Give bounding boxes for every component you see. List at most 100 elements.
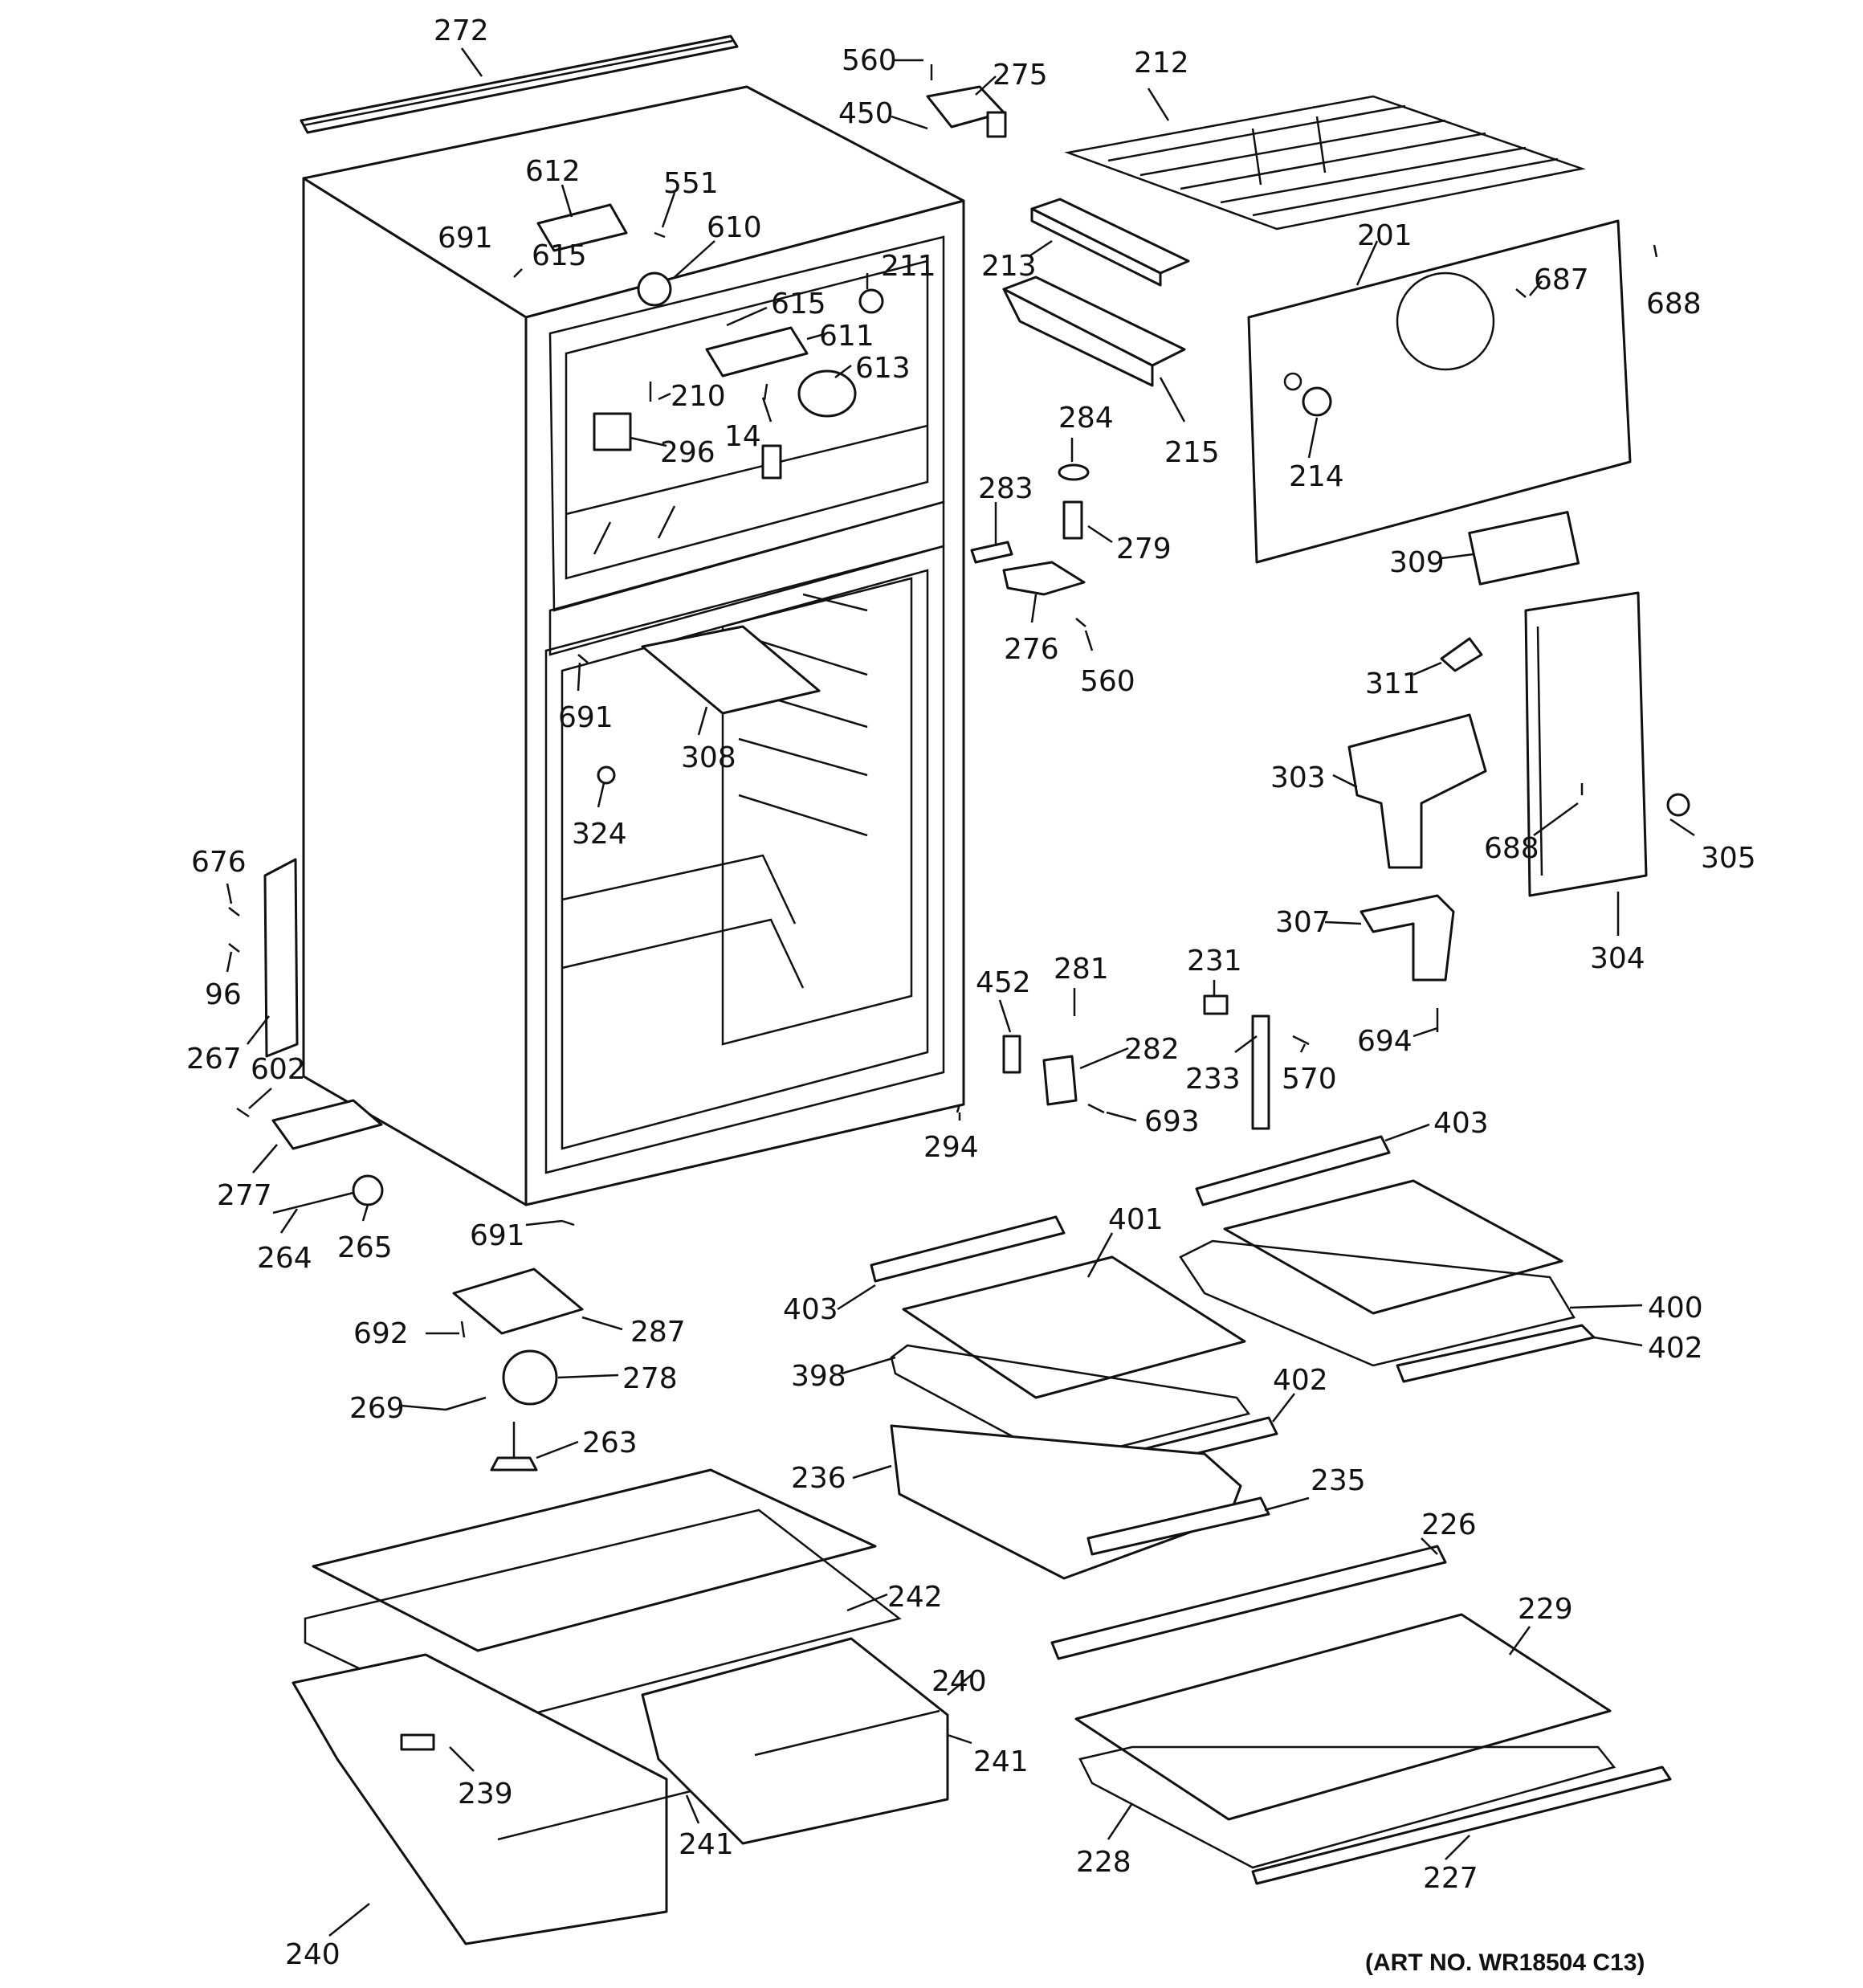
part-label-401: 401 (1108, 1203, 1164, 1236)
part-263-leveling-leg (490, 1422, 538, 1472)
part-267-hinge-bracket (263, 858, 299, 1058)
part-label-309: 309 (1389, 546, 1445, 579)
part-label-213: 213 (981, 250, 1037, 283)
part-label-400: 400 (1648, 1292, 1703, 1325)
part-241-handle-right (754, 1709, 940, 1757)
part-287-leveling-bracket (452, 1268, 584, 1335)
part-label-267: 267 (186, 1043, 242, 1076)
part-311-clip (1440, 637, 1483, 672)
part-label-231: 231 (1187, 945, 1242, 978)
part-240-crisper-drawer-left (291, 1653, 668, 1945)
part-label-615-left: 615 (532, 239, 587, 272)
part-label-694: 694 (1357, 1025, 1413, 1058)
part-214-knob (1302, 386, 1332, 417)
part-label-282: 282 (1124, 1033, 1180, 1066)
part-398-shelf-frame-left (890, 1344, 1251, 1463)
part-400-shelf-glass-right (1223, 1179, 1563, 1315)
part-label-551: 551 (663, 167, 719, 200)
part-label-294: 294 (923, 1131, 979, 1164)
part-label-265: 265 (337, 1231, 393, 1264)
part-label-277: 277 (217, 1179, 272, 1212)
art-number: (ART NO. WR18504 C13) (1365, 1949, 1645, 1976)
part-240-crisper-drawer-right (641, 1637, 949, 1845)
part-label-201: 201 (1357, 219, 1413, 252)
part-403-shelf-trim-left (870, 1215, 1066, 1283)
part-label-402-right: 402 (1648, 1332, 1703, 1365)
part-612-bracket (536, 203, 628, 252)
part-label-692: 692 (353, 1317, 409, 1350)
part-284-washer (1058, 463, 1090, 481)
part-label-212: 212 (1134, 47, 1189, 80)
part-label-450: 450 (838, 97, 894, 130)
part-label-284: 284 (1058, 402, 1114, 435)
part-283-shim (970, 541, 1013, 564)
part-304-air-duct (1524, 591, 1648, 897)
part-label-283: 283 (978, 472, 1033, 505)
part-label-308: 308 (681, 741, 736, 774)
part-label-688-mid: 688 (1484, 832, 1539, 865)
part-242-crisper-cover (312, 1468, 877, 1652)
part-label-229: 229 (1518, 1593, 1573, 1626)
part-303-diffuser (1347, 713, 1487, 869)
part-label-272: 272 (434, 14, 489, 47)
part-211-grommet (858, 288, 884, 314)
part-label-693: 693 (1144, 1105, 1200, 1138)
part-label-305: 305 (1701, 842, 1756, 875)
part-label-281: 281 (1054, 953, 1109, 986)
part-label-278: 278 (622, 1362, 678, 1395)
part-611-bracket (705, 326, 809, 378)
part-label-233: 233 (1185, 1063, 1241, 1096)
part-233-standard (1251, 1014, 1270, 1130)
part-label-688-top: 688 (1646, 288, 1702, 320)
part-305-plug (1666, 793, 1690, 817)
part-label-214: 214 (1289, 460, 1344, 493)
part-label-676: 676 (191, 846, 247, 879)
part-label-307: 307 (1275, 906, 1331, 939)
part-label-324: 324 (572, 818, 627, 851)
part-610-thermostat (637, 271, 672, 307)
part-226-shelf-trim-front (1050, 1545, 1447, 1660)
part-296-bracket (593, 412, 632, 451)
part-label-211: 211 (881, 250, 936, 283)
part-242-cover-frame (304, 1508, 902, 1729)
part-label-227: 227 (1423, 1862, 1478, 1895)
part-276-center-hinge (1002, 561, 1086, 596)
part-label-570: 570 (1282, 1063, 1337, 1096)
part-label-296: 296 (660, 436, 715, 469)
part-label-398: 398 (791, 1360, 846, 1393)
part-308-shelf-support (641, 625, 821, 715)
part-213-ice-tray (1030, 198, 1190, 287)
part-label-279: 279 (1116, 533, 1172, 565)
part-label-241-right: 241 (973, 1745, 1029, 1778)
leader-lines (226, 47, 1695, 1937)
part-label-303: 303 (1270, 761, 1326, 794)
part-label-241-left: 241 (679, 1828, 734, 1861)
part-label-615-right: 615 (771, 288, 826, 320)
part-label-311: 311 (1365, 667, 1421, 700)
cabinet-liner (302, 85, 965, 1206)
part-label-560-top: 560 (842, 44, 897, 77)
part-241-handle-left (497, 1790, 691, 1841)
part-265-roller (352, 1174, 384, 1206)
part-235-pan-trim (1086, 1496, 1270, 1556)
part-label-452: 452 (976, 966, 1031, 999)
drawings (228, 35, 1690, 1945)
part-231-block (1203, 994, 1229, 1015)
part-label-14: 14 (724, 420, 761, 453)
part-label-287: 287 (630, 1316, 686, 1349)
part-label-403-right: 403 (1433, 1107, 1489, 1140)
part-613-fan-blade (797, 369, 857, 418)
part-label-215: 215 (1164, 436, 1220, 469)
part-14-defrost-timer (761, 444, 782, 480)
part-228-shelf-frame (1078, 1745, 1616, 1869)
part-label-275: 275 (993, 59, 1048, 92)
part-277-bottom-bracket (271, 1099, 383, 1150)
part-label-264: 264 (257, 1242, 312, 1275)
part-label-228: 228 (1076, 1846, 1131, 1879)
part-label-239: 239 (458, 1778, 513, 1810)
part-212-freezer-wire-shelf (1064, 95, 1586, 231)
part-label-240-right: 240 (932, 1665, 987, 1698)
part-label-602: 602 (251, 1053, 306, 1086)
part-label-240-left: 240 (285, 1938, 340, 1971)
